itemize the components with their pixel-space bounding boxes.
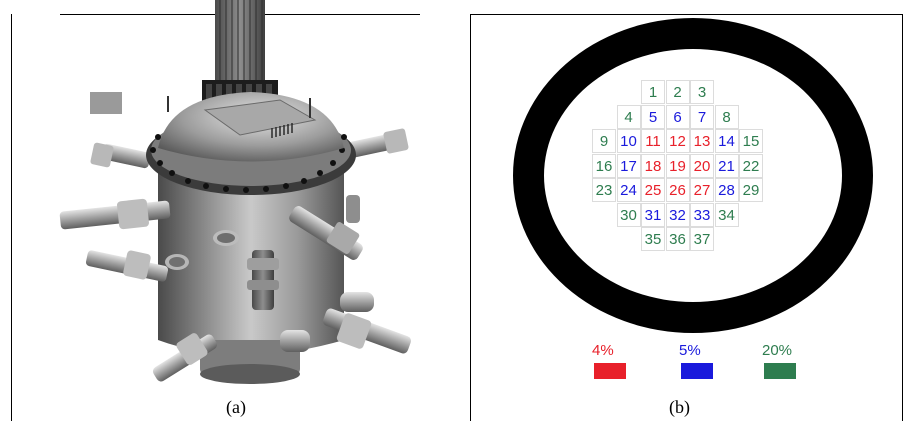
assembly-cell-13: 13 (690, 129, 714, 153)
frame-line-right (902, 14, 903, 421)
assembly-cell-24: 24 (616, 178, 641, 202)
assembly-cell-5: 5 (641, 104, 665, 129)
legend-label-0: 4% (592, 342, 614, 359)
assembly-cell-3: 3 (690, 80, 714, 104)
assembly-cell-35: 35 (641, 227, 665, 251)
rear-nozzles (90, 92, 409, 169)
assembly-cell-18: 18 (641, 153, 665, 178)
assembly-cell-11: 11 (641, 129, 665, 153)
flange-bolts (150, 134, 347, 193)
legend-label-1: 5% (679, 342, 701, 359)
assembly-cell-26: 26 (665, 178, 690, 202)
front-nozzles (59, 195, 411, 382)
assembly-cell-32: 32 (665, 202, 690, 227)
assembly-cell-14: 14 (714, 129, 739, 153)
assembly-cell-31: 31 (641, 202, 665, 227)
legend-swatch-2 (764, 363, 796, 379)
assembly-cell-4: 4 (616, 104, 641, 129)
assembly-cell-7: 7 (690, 104, 714, 129)
assembly-cell-20: 20 (690, 153, 714, 178)
assembly-cell-19: 19 (665, 153, 690, 178)
assembly-cell-21: 21 (714, 153, 739, 178)
assembly-cell-15: 15 (739, 129, 763, 153)
assembly-cell-28: 28 (714, 178, 739, 202)
legend-label-2: 20% (762, 342, 793, 359)
frame-line-left (11, 14, 12, 421)
legend-swatch-0 (594, 363, 626, 379)
assembly-cell-33: 33 (690, 202, 714, 227)
assembly-cell-10: 10 (616, 129, 641, 153)
assembly-cell-6: 6 (665, 104, 690, 129)
frame-line-top-right (470, 14, 902, 15)
assembly-cell-17: 17 (616, 153, 641, 178)
assembly-cell-30: 30 (616, 202, 641, 227)
reactor-vessel-illustration (59, 0, 411, 384)
assembly-cell-37: 37 (690, 227, 714, 251)
assembly-cell-36: 36 (665, 227, 690, 251)
assembly-cell-27: 27 (690, 178, 714, 202)
frame-divider (470, 14, 471, 421)
assembly-cell-9: 9 (592, 129, 616, 153)
assembly-cell-12: 12 (665, 129, 690, 153)
caption-b: (b) (669, 397, 690, 417)
assembly-cell-22: 22 (739, 153, 763, 178)
assembly-cell-34: 34 (714, 202, 739, 227)
assembly-cell-29: 29 (739, 178, 763, 202)
assembly-cell-1: 1 (641, 80, 665, 104)
assembly-cell-25: 25 (641, 178, 665, 202)
caption-a: (a) (226, 397, 246, 417)
assembly-cell-8: 8 (714, 104, 739, 129)
assembly-cell-2: 2 (665, 80, 690, 104)
legend-swatch-1 (681, 363, 713, 379)
assembly-cell-23: 23 (592, 178, 616, 202)
assembly-cell-16: 16 (592, 153, 616, 178)
